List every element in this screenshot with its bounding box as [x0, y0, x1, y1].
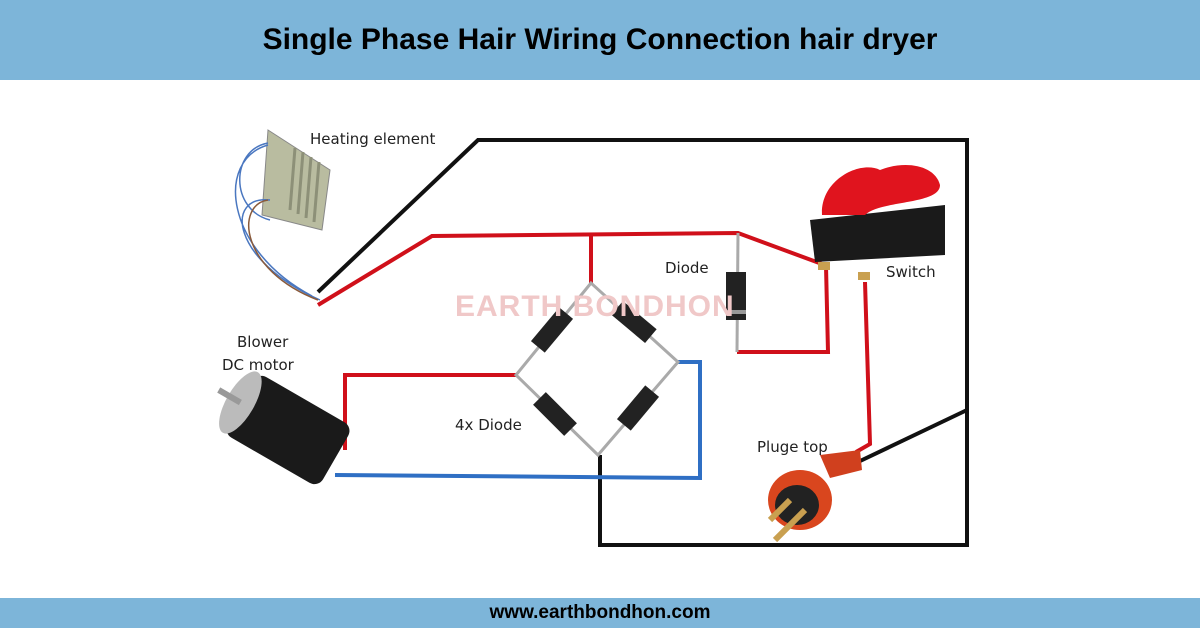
diode-icon [726, 232, 746, 353]
diode-label: Diode [665, 259, 709, 277]
plug-label: Pluge top [757, 438, 828, 456]
dc-motor-label: DC motor [222, 356, 294, 374]
bridge-diode-icon [530, 300, 660, 436]
plug-icon [767, 450, 862, 543]
plug-neutral-wire [857, 408, 968, 464]
footer-banner: www.earthbondhon.com [0, 598, 1200, 628]
blower-label: Blower [237, 333, 289, 351]
heating-element-label: Heating element [310, 130, 436, 148]
live-wire-heater [316, 230, 823, 307]
motor-negative-wire [334, 360, 702, 481]
heating-element-icon [234, 129, 331, 301]
neutral-wire [316, 138, 969, 547]
bridge-diode-label: 4x Diode [455, 416, 522, 434]
diode-return-wire [737, 265, 831, 354]
switch-to-plug-wire [855, 281, 873, 454]
switch-label: Switch [886, 263, 936, 281]
motor-positive-wire [343, 373, 516, 450]
page-title: Single Phase Hair Wiring Connection hair… [262, 23, 938, 56]
watermark: EARTH BONDHON [455, 290, 735, 323]
rocker-switch-icon [810, 165, 945, 280]
website-link[interactable]: www.earthbondhon.com [489, 602, 711, 623]
title-banner: Single Phase Hair Wiring Connection hair… [0, 0, 1200, 80]
dc-motor-icon [217, 371, 350, 485]
